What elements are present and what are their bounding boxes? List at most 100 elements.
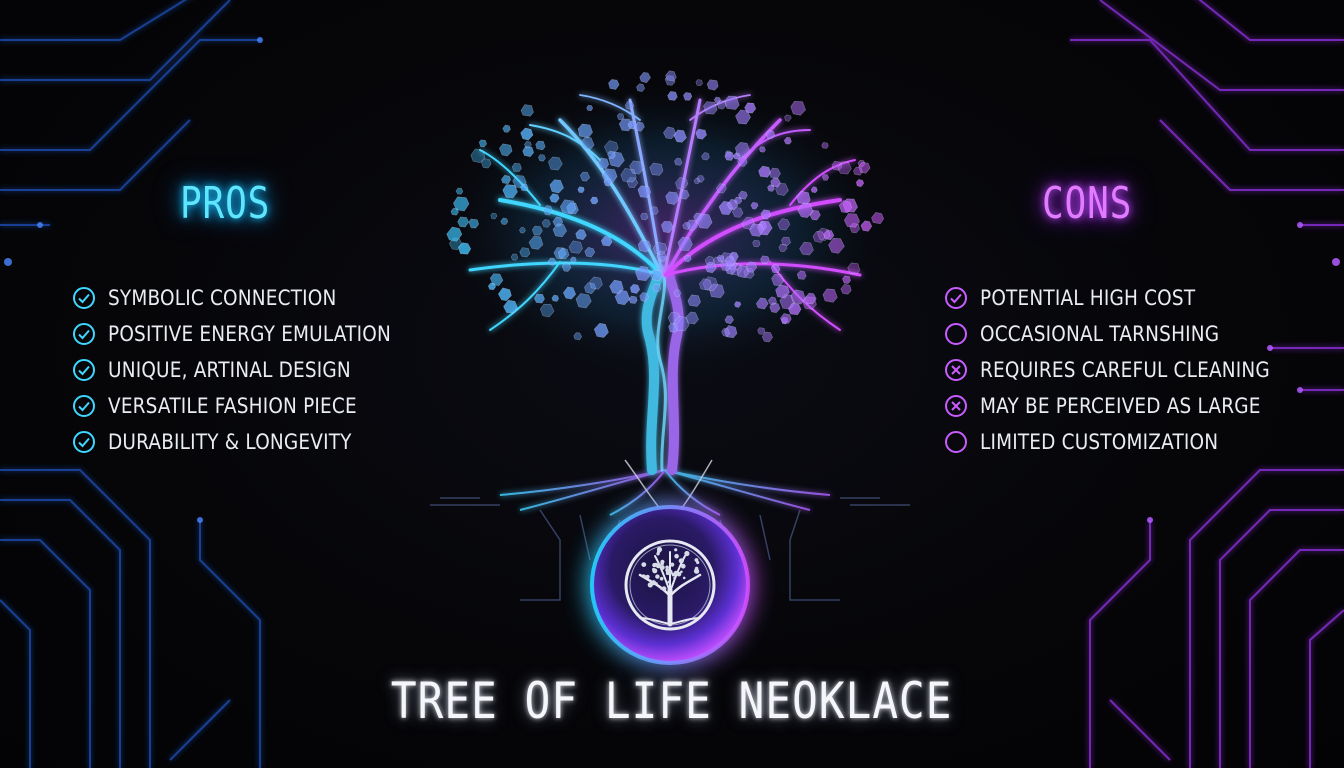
gem-leaf [732,207,744,218]
gem-leaf [552,223,568,238]
gem-leaf [448,237,463,251]
pendant-leaf [641,562,647,567]
gem-leaf [542,205,554,216]
pendant-leaf [665,568,670,573]
right-circuit-lines [1070,0,1344,768]
gem-leaf [810,186,818,193]
gem-leaf [704,255,715,266]
gem-leaf [568,240,583,254]
gem-leaf [634,121,645,132]
gem-leaf [761,331,773,343]
gem-leaf [759,146,766,153]
gem-leaf [489,273,504,286]
pendant-leaf [674,553,679,559]
list-item: OCCASIONAL TARNSHING [944,316,1309,352]
gem-leaves [446,70,885,343]
gem-leaf [667,311,681,325]
gem-leaf [838,200,853,214]
gem-leaf [674,157,683,166]
gem-leaf [520,183,529,192]
gem-leaf [659,255,667,263]
gem-leaf [840,283,852,295]
gem-leaf [549,193,560,203]
pendant-leaf [659,586,663,590]
gem-leaf [783,136,792,145]
gem-leaf [607,150,616,159]
gem-leaf [510,253,519,261]
gem-leaf [685,311,699,325]
check-circle-icon [73,395,95,417]
gem-leaf [716,100,727,110]
gem-leaf [665,191,680,205]
gem-leaf [457,216,470,228]
gem-leaf [522,146,535,158]
gem-leaf [757,327,766,335]
gem-leaf [749,223,765,237]
gem-leaf [534,293,545,304]
gem-leaf [758,165,772,178]
cons-list: POTENTIAL HIGH COST OCCASIONAL TARNSHING… [944,280,1309,460]
gem-leaf [455,187,464,195]
pendant-leaf [680,563,686,569]
pendant-leaf [678,558,684,564]
page-title: TREE OF LIFE NEOKLACE [0,672,1344,730]
gem-leaf [823,229,835,241]
gem-leaf [656,250,667,261]
gem-leaf [519,247,531,258]
gem-leaf [725,256,736,267]
gem-leaf [559,199,577,215]
list-item: POSITIVE ENERGY EMULATION [72,316,430,352]
glowing-tree-of-life-icon [430,70,910,667]
gem-leaf [597,157,610,169]
gem-leaf [860,220,873,232]
pros-heading: PROS [180,178,271,229]
gem-leaf [614,289,631,306]
list-item: DURABILITY & LONGEVITY [72,424,430,460]
gem-leaf [667,91,678,101]
cons-item-label: MAY BE PERCEIVED AS LARGE [980,394,1261,418]
gem-leaf [652,283,662,293]
gem-leaf [693,177,701,185]
cons-item-label: REQUIRES CAREFUL CLEANING [980,358,1270,382]
gem-leaf [695,79,703,87]
gem-leaf [871,212,885,225]
gem-leaf [535,140,546,151]
gem-leaf [804,292,817,305]
gem-leaf [541,219,551,228]
gem-leaf [713,96,721,104]
gem-leaf [608,79,620,90]
pros-item-label: POSITIVE ENERGY EMULATION [108,322,391,346]
list-item: LIMITED CUSTOMIZATION [944,424,1309,460]
gem-leaf [570,256,577,263]
gem-leaf [770,177,781,188]
gem-leaf [790,289,806,305]
gem-leaf [660,221,674,234]
gem-leaf [538,154,546,162]
gem-leaf [520,104,534,117]
gem-leaf [628,295,638,304]
gem-leaf [745,261,758,273]
pendant-leaf [655,563,661,569]
pendant-leaf [656,552,660,556]
cons-item-label: LIMITED CUSTOMIZATION [980,430,1219,454]
gem-leaf [799,241,814,256]
pendant-leaf [676,571,682,577]
gem-leaf [636,83,646,92]
gem-leaf [796,270,807,280]
gem-leaf [705,261,717,274]
gem-leaf [734,196,743,205]
gem-leaf [744,102,757,114]
empty-circle-icon [945,323,967,345]
pendant-leaf [665,565,669,570]
gem-leaf [781,236,791,247]
gem-leaf [547,257,557,266]
gem-leaf [531,225,543,236]
gem-leaf [620,168,637,183]
gem-leaf [843,213,861,228]
check-circle-icon [945,287,967,309]
gem-leaf [573,332,583,341]
gem-leaf [673,289,682,297]
gem-leaf [593,322,609,338]
gem-leaf [674,177,689,190]
gem-leaf [724,151,735,161]
